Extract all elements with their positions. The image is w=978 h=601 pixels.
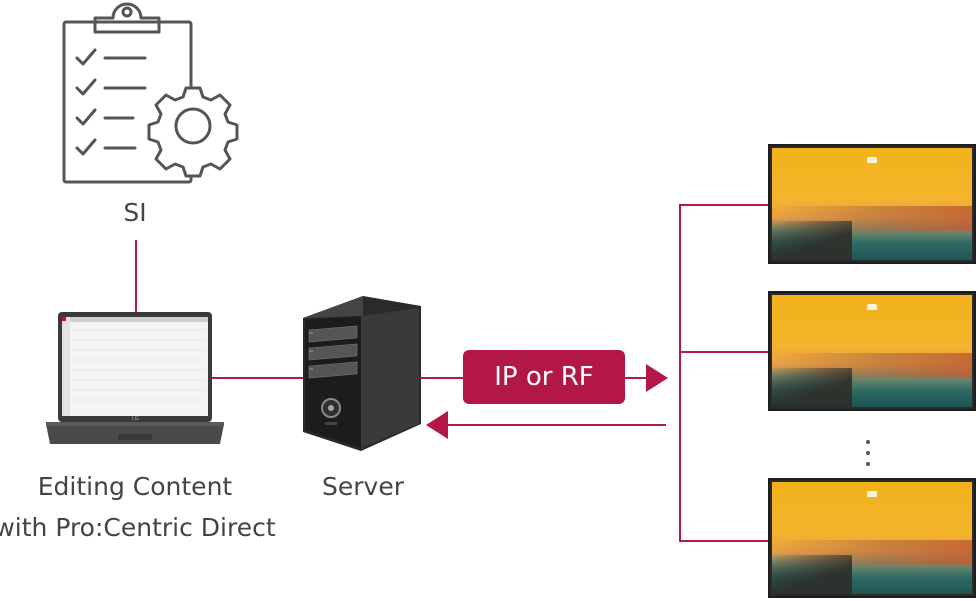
laptop-icon: LG xyxy=(46,312,224,444)
tv3-connector xyxy=(679,540,769,542)
tv-display-icon xyxy=(768,144,976,264)
laptop-label-line1: Editing Content xyxy=(37,472,233,501)
laptop-server-connector xyxy=(212,377,308,379)
outgoing-connector xyxy=(420,377,466,379)
clipboard-checklist-gear-icon xyxy=(62,2,239,184)
laptop-label-line2: with Pro:Centric Direct xyxy=(0,513,276,542)
ip-or-rf-badge: IP or RF xyxy=(463,350,625,404)
distribution-bus xyxy=(679,204,681,542)
return-connector xyxy=(446,424,666,426)
outgoing-connector-2 xyxy=(624,377,648,379)
server-label: Server xyxy=(322,472,404,501)
tv2-connector xyxy=(679,351,769,353)
right-arrow-icon xyxy=(646,364,668,392)
left-arrow-icon xyxy=(426,411,448,439)
tv-display-icon xyxy=(768,291,976,411)
svg-text:LG: LG xyxy=(132,416,139,422)
tv-display-icon xyxy=(768,478,976,598)
ellipsis-dot xyxy=(866,462,870,466)
ellipsis-dot xyxy=(866,440,870,444)
tv1-connector xyxy=(679,204,769,206)
si-label: SI xyxy=(123,198,147,227)
server-tower-icon xyxy=(303,296,421,451)
si-laptop-connector xyxy=(135,240,137,314)
ellipsis-dot xyxy=(866,451,870,455)
